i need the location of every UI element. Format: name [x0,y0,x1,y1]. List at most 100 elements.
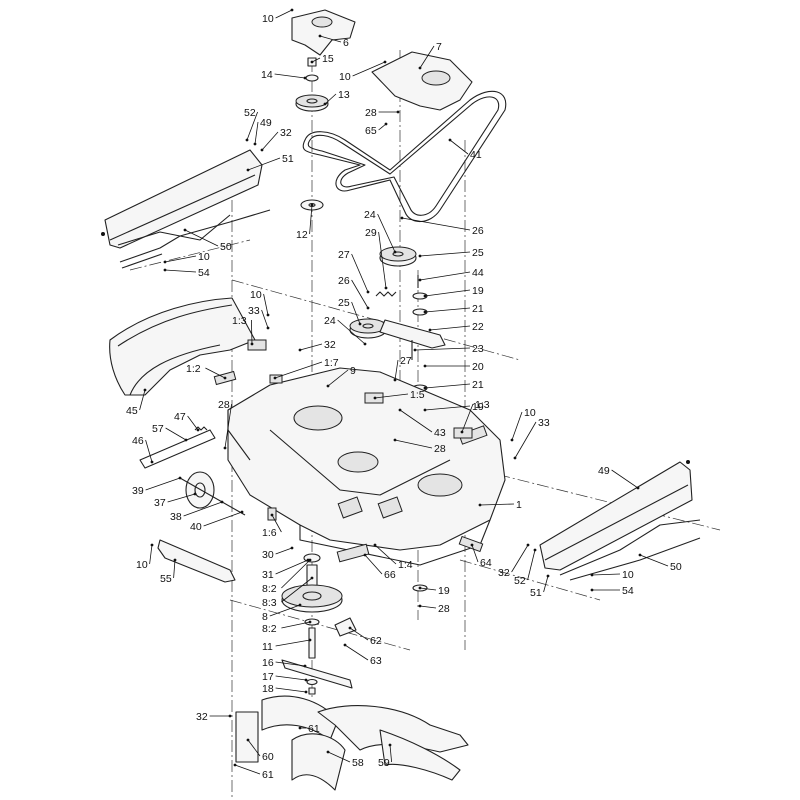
callout-label: 32 [280,127,292,139]
leader-dot [396,110,400,114]
callout-label: 10 [262,13,274,25]
bracket-62 [334,617,357,637]
leader-line [399,409,433,433]
leader-dot [326,750,330,754]
leader-line [271,514,282,533]
leader-dot [253,142,257,146]
leader-dot [393,438,397,442]
leader-dot [413,348,417,352]
leader-line [165,427,187,441]
leader-dot [303,664,307,668]
leader-dot [173,558,177,562]
leader-dot [250,342,254,346]
leader-dot [223,376,227,380]
callout-label: 9 [350,365,356,377]
callout-label: 8:2 [262,583,277,595]
leader-line [378,123,387,131]
leader-dot [196,428,200,432]
leader-line [234,764,261,775]
leader-dot [233,763,237,767]
leader-line [611,469,639,489]
callout-label: 57 [152,423,164,435]
callout-label: 26 [472,225,484,237]
leader-line [275,639,311,647]
leader-line [183,501,223,517]
leader-dot [310,576,314,580]
belt-cover-6 [291,9,356,56]
callout-label: 16 [262,657,274,669]
callout-label: 33 [538,417,550,429]
callout-label: 50 [220,241,232,253]
leader-line [414,347,471,351]
callout-label: 1:7 [324,357,339,369]
pulley-13 [295,94,329,112]
leader-dot [638,553,642,557]
leader-line [274,361,323,379]
callout-label: 28 [438,603,450,615]
leader-dot [590,588,594,592]
callout-label: 62 [370,635,382,647]
callout-label: 32 [498,567,510,579]
leader-line [394,439,433,449]
leader-line [591,573,621,576]
leader-line [251,319,253,345]
leader-line [543,575,549,593]
callout-label: 10 [198,251,210,263]
leader-line [344,644,369,661]
leader-line [324,93,337,105]
leader-dot [428,328,432,332]
leader-dot [363,342,367,346]
leader-dot [303,76,307,80]
leader-line [187,415,199,431]
callout-label: 38 [170,511,182,523]
leader-dot [143,388,147,392]
leader-dot [298,348,302,352]
callout-label: 43 [434,427,446,439]
leader-dot [533,548,537,552]
leader-line [374,393,409,399]
callout-label: 27 [400,355,412,367]
callout-label: 52 [244,107,256,119]
leader-dot [423,294,427,298]
leader-dot [384,122,388,126]
callout-label: 10 [524,407,536,419]
leader-line [269,604,301,617]
leader-dot [460,430,464,434]
leader-dot [388,743,392,747]
leader-dot [323,102,327,106]
leader-dot [478,503,482,507]
callout-label: 7 [436,41,442,53]
leader-line [374,544,397,565]
callout-label: 41 [470,149,482,161]
leader-line [401,217,471,231]
leader-dot [470,543,474,547]
callout-label: 1 [516,499,522,511]
callout-label: 28 [218,399,230,411]
callout-label: 49 [598,465,610,477]
callout-label: 55 [160,573,172,585]
leader-line [261,131,279,151]
leader-dot [183,228,187,232]
callout-label: 1:4 [398,559,413,571]
leader-line [479,503,515,506]
leader-dot [373,543,377,547]
callout-label: 27 [338,249,350,261]
leader-dot [184,438,188,442]
callout-label: 25 [472,247,484,259]
leader-line [281,577,313,603]
leader-line [319,35,342,43]
leader-line [145,439,153,463]
callout-label: 21 [472,379,484,391]
leader-dot [266,313,270,317]
leader-line [254,121,259,145]
leader-line [281,559,311,589]
leader-line [429,325,471,331]
leader-dot [418,278,422,282]
callout-label: 23 [472,343,484,355]
leader-line [389,744,392,763]
leader-line [299,343,323,351]
callout-label: 54 [198,267,210,279]
leader-line [419,587,437,591]
leader-dot [228,714,232,718]
leader-dot [246,168,250,172]
